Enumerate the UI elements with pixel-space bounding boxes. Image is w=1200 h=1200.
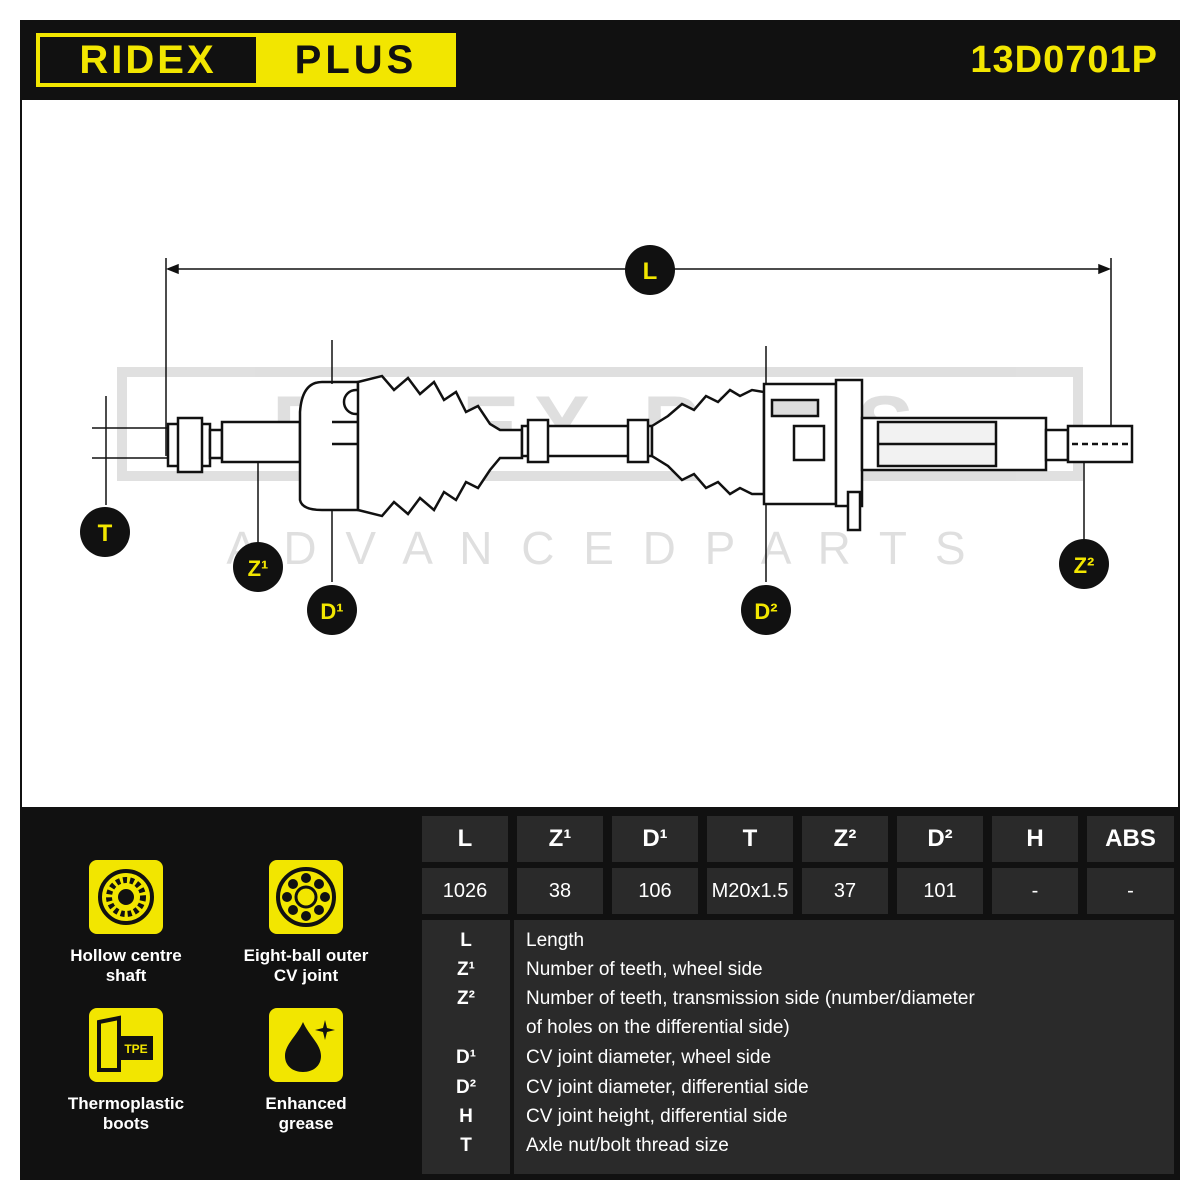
grease-drop-icon — [269, 1008, 343, 1082]
spec-header-H: H — [992, 816, 1078, 862]
spec-value-ABS: - — [1087, 868, 1174, 914]
marker-D1: D¹ — [307, 585, 357, 635]
marker-L: L — [625, 245, 675, 295]
watermark-tagline: A D V A N C E D P A R T S — [226, 522, 973, 574]
marker-L-label: L — [643, 258, 658, 285]
legend-key: L — [460, 930, 472, 951]
spec-header-T: T — [707, 816, 793, 862]
legend-key: H — [459, 1106, 473, 1127]
legend-text: of holes on the differential side) — [526, 1017, 790, 1038]
legend-text: CV joint diameter, wheel side — [526, 1047, 772, 1068]
header-bar: RIDEX PLUS 13D0701P — [20, 20, 1180, 100]
feature-thermoplastic-boots: TPE Thermoplastic boots — [36, 1008, 216, 1134]
legend-key: Z² — [457, 988, 475, 1009]
spec-value-D2: 101 — [897, 868, 983, 914]
marker-D2: D² — [741, 585, 791, 635]
brand-logo-plus: PLUS — [256, 33, 456, 87]
marker-T: T — [80, 507, 130, 557]
legend-text: CV joint diameter, differential side — [526, 1077, 809, 1098]
feature-hollow-shaft-label: Hollow centre shaft — [70, 946, 182, 985]
legend-text: Number of teeth, wheel side — [526, 959, 763, 980]
legend-divider — [510, 920, 514, 1174]
feature-enhanced-grease: Enhanced grease — [216, 1008, 396, 1134]
leader-lines — [92, 340, 1085, 582]
legend-key: Z¹ — [457, 959, 475, 980]
marker-Z1-label: Z¹ — [248, 556, 269, 581]
drive-shaft-diagram: RIDEX PLUS A D V A N C E D P A R T S — [80, 245, 1134, 635]
spec-header-D2: D² — [897, 816, 983, 862]
marker-D2-label: D² — [754, 599, 777, 624]
spec-panel: Hollow centre shaft Eight-ball outer CV … — [20, 808, 1180, 1180]
spec-header-L: L — [422, 816, 508, 862]
feature-thermoplastic-boots-label: Thermoplastic boots — [67, 1094, 185, 1133]
feature-hollow-shaft: Hollow centre shaft — [36, 860, 216, 986]
brand-logo-ridex: RIDEX — [36, 33, 260, 87]
hollow-shaft-icon — [89, 860, 163, 934]
legend-panel: L Length Z¹ Number of teeth, wheel side … — [422, 920, 1174, 1174]
legend-text: CV joint height, differential side — [526, 1106, 788, 1127]
spec-header-Z2: Z² — [802, 816, 888, 862]
spec-value-Z1: 38 — [517, 868, 603, 914]
marker-Z2-label: Z² — [1074, 553, 1095, 578]
spec-value-T: M20x1.5 — [707, 868, 793, 914]
legend-key: D¹ — [455, 1047, 477, 1068]
legend-text: Number of teeth, transmission side (numb… — [526, 988, 975, 1009]
legend-text: Axle nut/bolt thread size — [526, 1135, 729, 1156]
part-number: 13D0701P — [970, 39, 1158, 81]
spec-value-Z2: 37 — [802, 868, 888, 914]
spec-header-Z1: Z¹ — [517, 816, 603, 862]
spec-header-ABS: ABS — [1087, 816, 1174, 862]
spec-header-D1: D¹ — [612, 816, 698, 862]
ball-joint-icon — [269, 860, 343, 934]
spec-value-D1: 106 — [612, 868, 698, 914]
marker-T-label: T — [98, 520, 113, 547]
spec-value-H: - — [992, 868, 1078, 914]
feature-enhanced-grease-label: Enhanced grease — [265, 1094, 347, 1133]
legend-key: T — [460, 1135, 472, 1156]
legend-key: D² — [455, 1077, 477, 1098]
feature-eight-ball-joint: Eight-ball outer CV joint — [216, 860, 396, 986]
feature-eight-ball-joint-label: Eight-ball outer CV joint — [243, 946, 369, 985]
spec-value-L: 1026 — [422, 868, 508, 914]
tpe-boot-icon: TPE — [89, 1008, 163, 1082]
technical-drawing: RIDEX PLUS A D V A N C E D P A R T S — [22, 100, 1178, 807]
drive-shaft — [166, 374, 1134, 532]
marker-Z2: Z² — [1059, 539, 1109, 589]
marker-Z1: Z¹ — [233, 542, 283, 592]
marker-D1-label: D¹ — [320, 599, 343, 624]
tpe-label: TPE — [124, 1042, 147, 1056]
legend-text: Length — [526, 930, 585, 951]
